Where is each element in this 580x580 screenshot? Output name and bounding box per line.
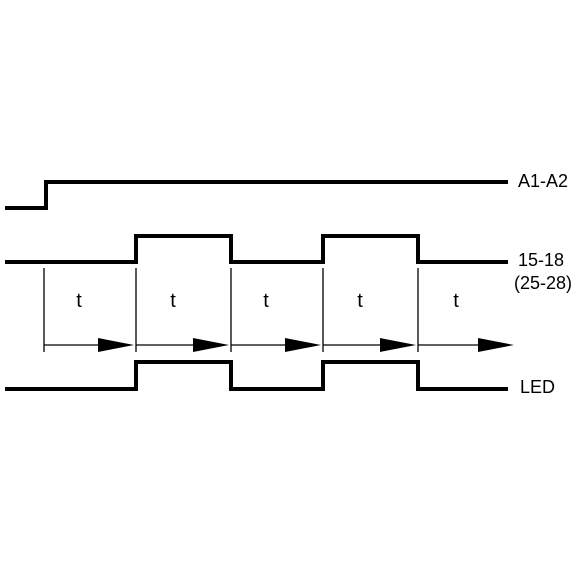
signal-led <box>5 360 508 391</box>
interval-arrowhead-1 <box>98 338 134 352</box>
interval-label-1: t <box>76 290 82 312</box>
interval-arrowhead-5 <box>478 338 514 352</box>
signal-label-contact-line2: (25-28) <box>514 273 573 293</box>
interval-arrowhead-3 <box>285 338 321 352</box>
interval-label-4: t <box>357 290 363 312</box>
interval-label-2: t <box>170 290 176 312</box>
interval-arrowhead-4 <box>380 338 416 352</box>
signal-label-contact-line1: 15-18 <box>518 250 565 270</box>
signal-label-led: LED <box>520 377 556 397</box>
signal-contact <box>5 234 508 264</box>
interval-label-5: t <box>453 290 459 312</box>
interval-label-3: t <box>263 290 269 312</box>
signal-label-a1a2: A1-A2 <box>518 171 569 191</box>
signal-a1a2 <box>5 180 508 210</box>
interval-arrowhead-2 <box>193 338 229 352</box>
